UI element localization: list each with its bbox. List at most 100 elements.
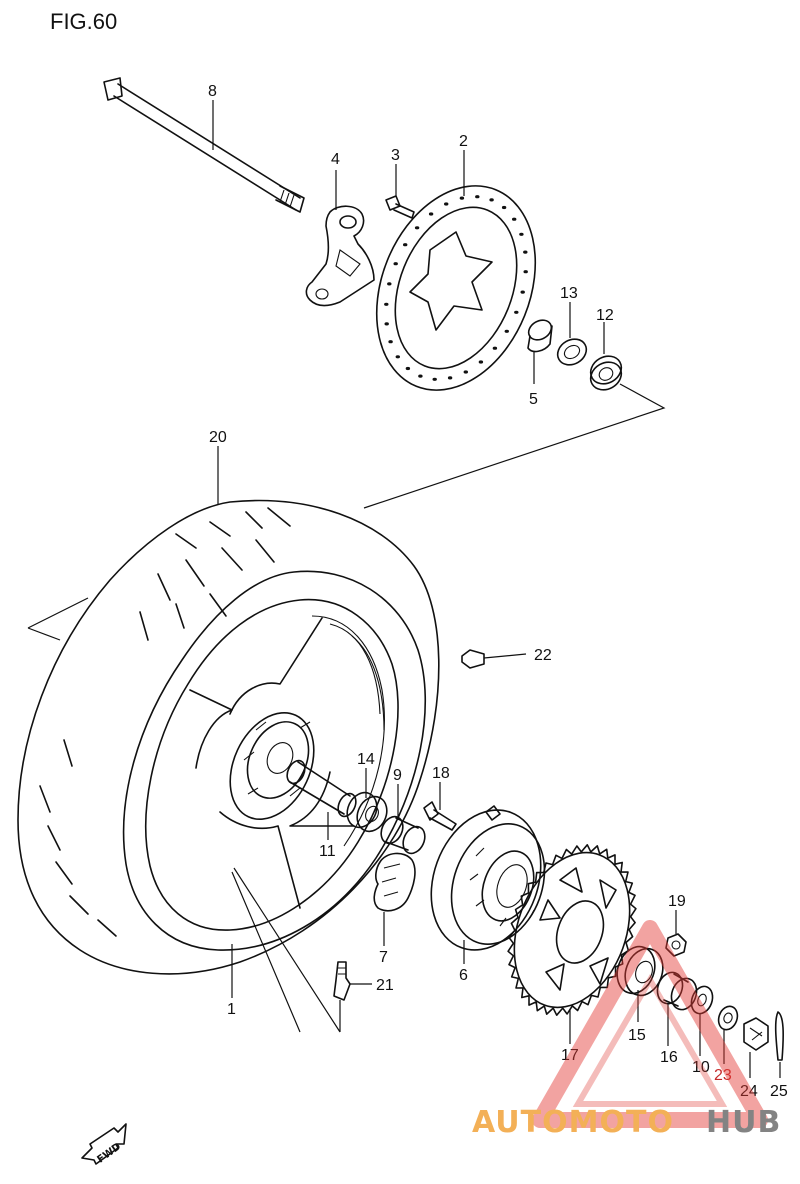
disc-hole	[504, 329, 509, 333]
callout-18: 18	[432, 765, 450, 782]
callout-17: 17	[561, 1047, 579, 1064]
disc-hole	[444, 202, 449, 206]
oil-seal-13	[556, 338, 588, 366]
callout-2: 2	[459, 133, 468, 150]
damper-7	[373, 852, 416, 912]
nut-19	[665, 933, 687, 957]
callout-1: 1	[227, 1001, 236, 1018]
disc-hole	[475, 195, 480, 199]
callout-20: 20	[209, 429, 227, 446]
castle-nut-24	[743, 1017, 769, 1051]
callout-3: 3	[391, 147, 400, 164]
spacer-5	[527, 319, 553, 353]
tread-groove	[55, 861, 73, 885]
bearing-15	[616, 945, 664, 997]
callout-21: 21	[376, 977, 394, 994]
callout-12: 12	[596, 307, 614, 324]
disc-hole	[384, 302, 389, 306]
disc-hole	[492, 346, 498, 350]
washer-10	[690, 985, 714, 1015]
tread-groove	[157, 573, 171, 601]
tread-groove	[209, 521, 231, 537]
leader-lines	[212, 100, 781, 1078]
callout-13: 13	[560, 285, 578, 302]
automotohub-watermark: AUTOMOTO HUB	[472, 920, 781, 1140]
tread-groove	[209, 593, 227, 617]
cotter-pin-25	[774, 1011, 784, 1061]
balance-weight-22	[461, 649, 485, 669]
tread-groove	[221, 547, 243, 571]
callout-25: 25	[770, 1083, 788, 1100]
spacer-16	[656, 971, 698, 1011]
callout-labels: 8 4 3 2 13 12 5 20 22 14 9 18 11 7 6 19 …	[208, 83, 788, 1100]
tread-groove	[39, 785, 51, 813]
callout-23: 23	[714, 1067, 732, 1084]
disc-hole	[478, 360, 484, 364]
brake-disc	[375, 185, 537, 391]
callout-8: 8	[208, 83, 217, 100]
disc-hole	[432, 377, 437, 381]
disc-hole	[523, 250, 528, 254]
valve-21	[333, 961, 351, 1001]
bolt-18	[423, 801, 457, 831]
disc-hole	[395, 355, 400, 359]
figure-title: FIG.60	[50, 9, 117, 34]
tread-groove	[97, 919, 117, 937]
callout-22: 22	[534, 647, 552, 664]
disc-hole	[447, 376, 453, 380]
rear-tire	[17, 499, 440, 975]
tread-groove	[185, 559, 205, 587]
disc-hole	[514, 310, 519, 314]
washer-23	[717, 1005, 739, 1031]
tread-groove	[245, 511, 263, 529]
disc-hole	[384, 322, 389, 326]
disc-hole	[489, 198, 494, 202]
tread-groove	[139, 611, 149, 641]
disc-hole	[414, 226, 420, 230]
tread-groove	[267, 507, 291, 527]
callout-19: 19	[668, 893, 686, 910]
callout-6: 6	[459, 967, 468, 984]
disc-hole	[520, 290, 525, 294]
callout-7: 7	[379, 949, 388, 966]
callout-14: 14	[357, 751, 375, 768]
tread-groove	[255, 539, 275, 563]
watermark-text-auto: AUTOMOTO	[472, 1105, 674, 1140]
disc-hole	[388, 340, 393, 344]
disc-hole	[519, 232, 524, 236]
disc-hole	[512, 217, 517, 221]
rear-axle	[103, 77, 305, 213]
bearing-14	[346, 791, 388, 833]
callout-24: 24	[740, 1083, 758, 1100]
disc-hole	[393, 262, 398, 266]
sprocket-17	[507, 844, 637, 1016]
callout-15: 15	[628, 1027, 646, 1044]
callout-4: 4	[331, 151, 340, 168]
disc-hole	[501, 205, 507, 210]
sprocket-drum-6	[430, 805, 546, 951]
callout-9: 9	[393, 767, 402, 784]
disc-hole	[405, 366, 411, 371]
tread-groove	[47, 825, 61, 851]
callout-5: 5	[529, 391, 538, 408]
disc-hole	[418, 374, 423, 378]
callout-16: 16	[660, 1049, 678, 1066]
disc-hole	[403, 243, 408, 247]
tread-groove	[175, 533, 197, 549]
disc-hole	[459, 196, 465, 200]
fwd-direction-arrow: FWD	[81, 1123, 127, 1166]
disc-hole	[428, 212, 434, 216]
disc-bolt	[385, 195, 415, 219]
axle-spacer-11	[286, 759, 357, 818]
bearing-12	[589, 355, 623, 391]
disc-hole	[387, 282, 392, 286]
tread-groove	[69, 895, 89, 915]
callout-11: 11	[319, 843, 336, 860]
watermark-text-hub: HUB	[706, 1105, 781, 1140]
caliper-bracket	[305, 205, 375, 307]
tread-groove	[63, 739, 73, 767]
tread-groove	[175, 603, 185, 629]
callout-10: 10	[692, 1059, 710, 1076]
